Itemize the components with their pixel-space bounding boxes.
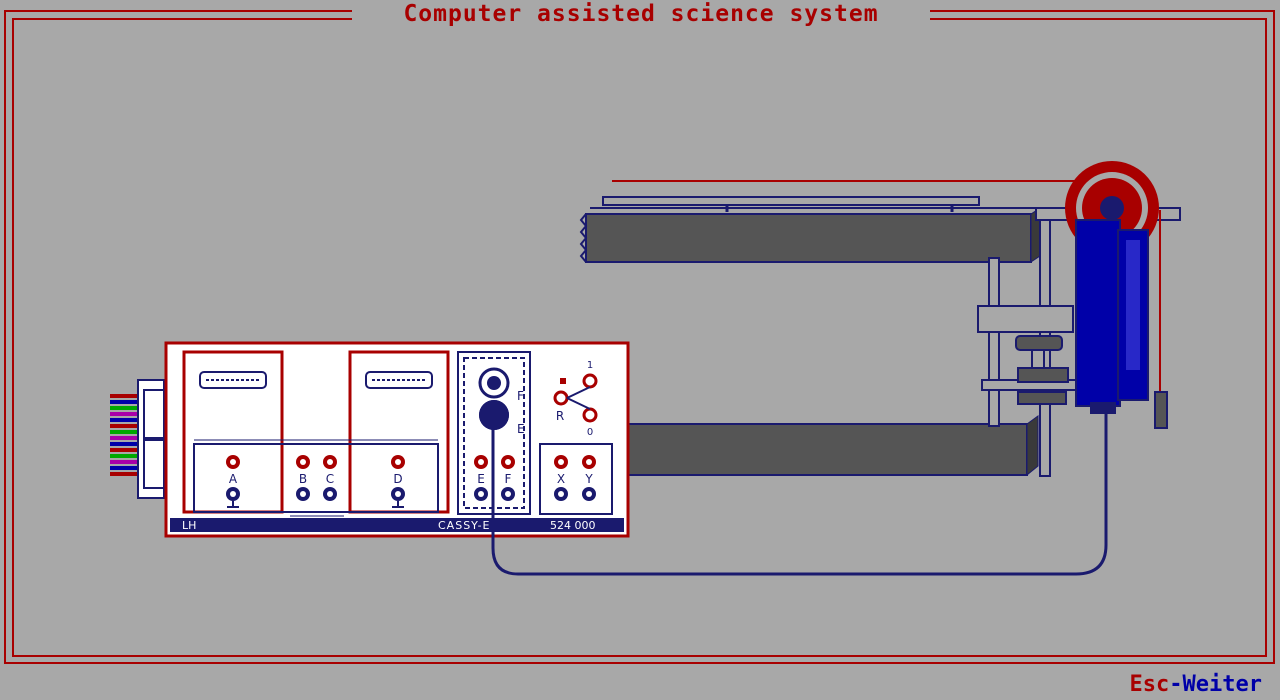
socket-x[interactable] (554, 455, 568, 501)
label-f: F (505, 472, 512, 486)
socket-y[interactable] (582, 455, 596, 501)
esc-separator: - (1169, 672, 1183, 697)
label-c: C (326, 472, 334, 486)
model-name: CASSY-E (438, 519, 491, 532)
cassy-interface: A B C D F E E F 1 R 0 (110, 341, 630, 538)
esc-hint[interactable]: Esc-Weiter (1130, 672, 1262, 698)
label-lh: LH (182, 519, 196, 532)
relay-contact-1[interactable] (582, 373, 598, 389)
air-track-apparatus (491, 161, 1181, 576)
socket-a[interactable] (226, 455, 240, 508)
sensor-cable (491, 414, 1108, 576)
label-relay-r: R (556, 409, 564, 423)
label-x: X (557, 472, 565, 486)
socket-e[interactable] (474, 455, 488, 501)
label-y: Y (584, 472, 593, 486)
lower-track-beam (626, 423, 1028, 476)
label-e: E (477, 472, 485, 486)
light-barrier (1075, 219, 1149, 414)
relay-contact-r[interactable] (553, 390, 569, 406)
track-rail (602, 196, 980, 206)
title-bar: Computer assisted science system (352, 0, 930, 28)
socket-b[interactable] (296, 455, 310, 501)
ribbon-connector (110, 379, 165, 499)
relay-contact-0[interactable] (582, 407, 598, 423)
label-strip (170, 518, 624, 532)
stand-rod-left (988, 257, 1000, 427)
label-a: A (229, 472, 238, 486)
label-relay-0: 0 (587, 427, 593, 438)
socket-d[interactable] (391, 455, 405, 508)
label-d: D (393, 472, 402, 486)
socket-c[interactable] (323, 455, 337, 501)
esc-action-label: Weiter (1182, 672, 1262, 697)
esc-key-label: Esc (1129, 672, 1170, 697)
label-relay-1: 1 (587, 360, 593, 371)
port-f-connector[interactable] (478, 367, 510, 399)
label-port-e: E (517, 422, 525, 436)
hanging-weight (1154, 391, 1168, 429)
label-b: B (299, 472, 307, 486)
clamp-block (977, 305, 1074, 333)
app-title: Computer assisted science system (403, 1, 879, 27)
label-port-f: F (517, 389, 524, 403)
part-number: 524 000 (550, 519, 596, 532)
socket-f[interactable] (501, 455, 515, 501)
relay-led (560, 378, 566, 384)
upper-track-beam (585, 213, 1032, 263)
